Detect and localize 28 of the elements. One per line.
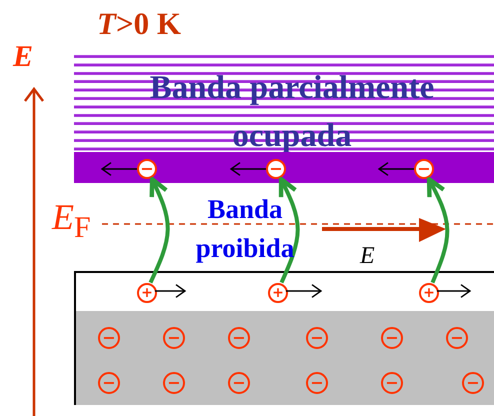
- electron-symbol: −: [98, 327, 120, 349]
- electron-symbol: −: [306, 372, 328, 394]
- temperature-label: T>0 K: [97, 8, 181, 39]
- valence-band: [74, 271, 494, 405]
- electron-symbol: −: [228, 372, 250, 394]
- filled-band: [74, 152, 494, 183]
- electron-symbol: −: [306, 327, 328, 349]
- electron-symbol: −: [137, 159, 157, 179]
- electron-symbol: −: [446, 327, 468, 349]
- gap-label: Banda proibida: [194, 193, 296, 266]
- electron-symbol: −: [98, 372, 120, 394]
- hole-symbol: +: [268, 283, 288, 303]
- electron-symbol: −: [381, 372, 403, 394]
- field-label: E⃗: [360, 244, 394, 268]
- excitation-arrow: [148, 177, 170, 284]
- excitation-arrow: [426, 177, 450, 284]
- electron-symbol: −: [462, 372, 484, 394]
- hole-symbol: +: [137, 283, 157, 303]
- electron-symbol: −: [163, 372, 185, 394]
- electron-symbol: −: [381, 327, 403, 349]
- electron-symbol: −: [266, 159, 286, 179]
- fermi-level-label: E$_{F}$: [52, 199, 91, 244]
- electron-symbol: −: [163, 327, 185, 349]
- axis-label: E: [13, 42, 34, 72]
- electron-symbol: −: [414, 159, 434, 179]
- hole-symbol: +: [419, 283, 439, 303]
- electron-symbol: −: [228, 327, 250, 349]
- excitation-arrow: [278, 177, 300, 284]
